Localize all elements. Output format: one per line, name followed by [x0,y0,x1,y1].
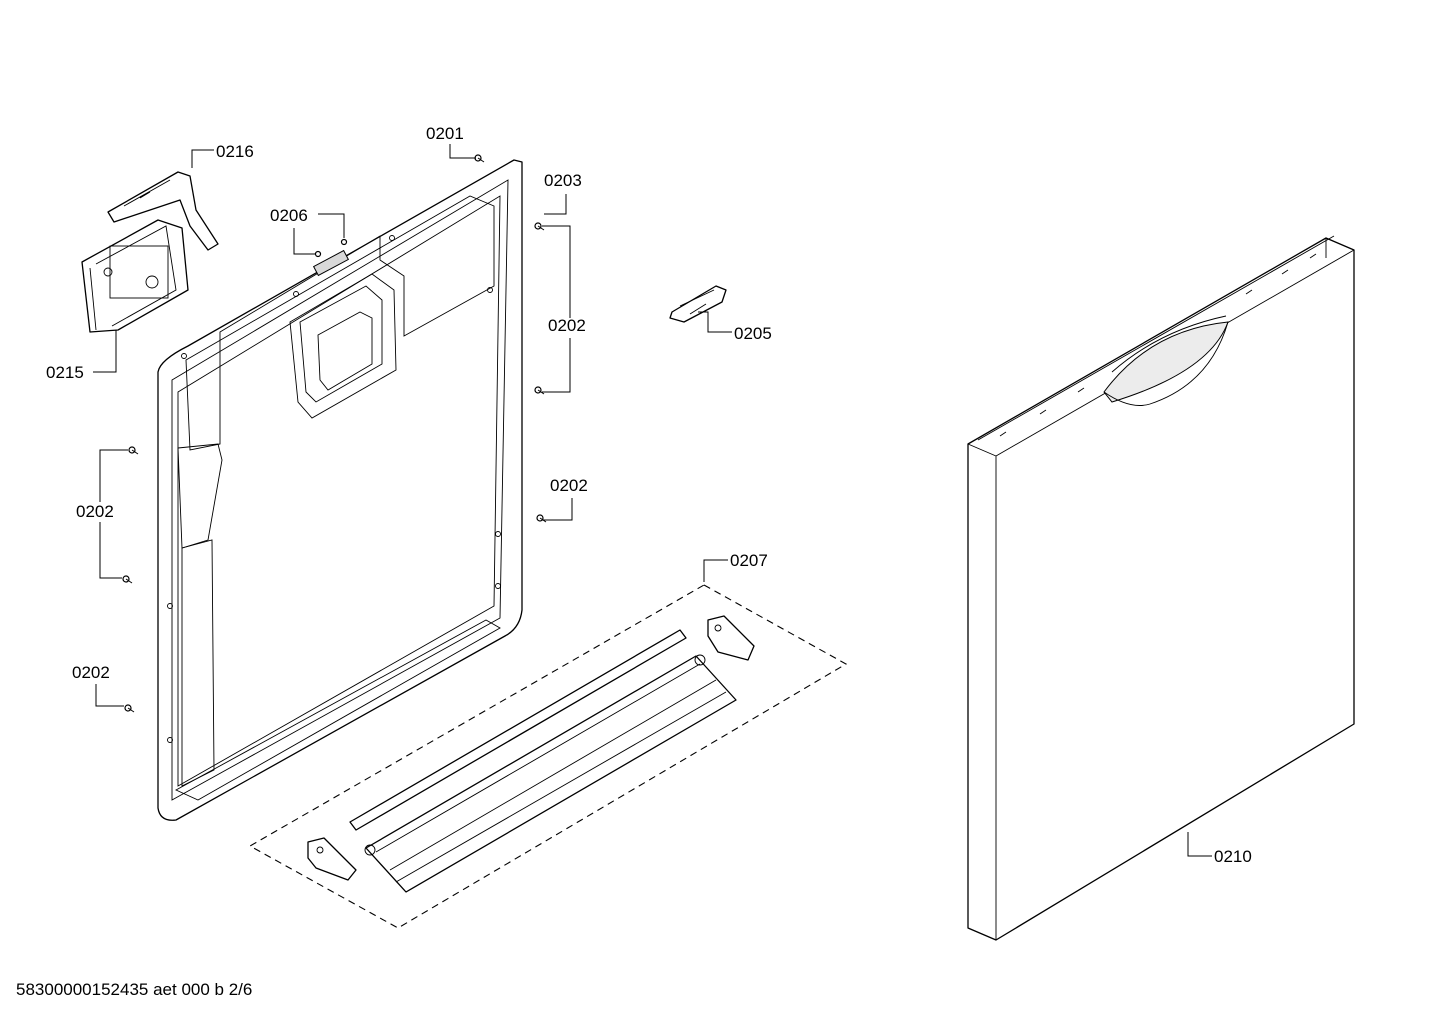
outer-door-panel [967,235,1355,941]
callout-0203: 0203 [544,171,582,190]
latch-part [107,171,219,251]
screw-0202-a [534,222,545,231]
screw-0202-f [124,704,135,713]
callout-0207: 0207 [730,551,768,570]
screw-0202-e [122,575,133,584]
screw-0201 [474,154,485,163]
callout-labels: 0201 0216 0203 0206 0202 0205 0215 0202 … [46,124,1252,866]
callout-0202-left-middle: 0202 [76,502,114,521]
callout-0215: 0215 [46,363,84,382]
callout-0205: 0205 [734,324,772,343]
hinge-assembly-group [248,584,848,929]
callout-0201: 0201 [426,124,464,143]
screw-0206-a [314,250,322,258]
hinge-cover-part [669,285,727,323]
screw-0206-b [340,238,348,246]
callout-0216: 0216 [216,142,254,161]
callout-0210: 0210 [1214,847,1252,866]
screw-0202-c [536,514,547,523]
screw-0202-d [128,446,139,455]
callout-0202-right-upper: 0202 [548,316,586,335]
document-id: 58300000152435 aet 000 b 2/6 [16,980,253,999]
callout-0202-right-lower: 0202 [550,476,588,495]
screws [122,154,547,713]
leader-lines [93,144,1212,857]
inner-door-frame [157,159,523,821]
callout-0202-left-lower: 0202 [72,663,110,682]
control-module [81,219,189,333]
callout-0206: 0206 [270,206,308,225]
screw-0202-b [534,386,545,395]
